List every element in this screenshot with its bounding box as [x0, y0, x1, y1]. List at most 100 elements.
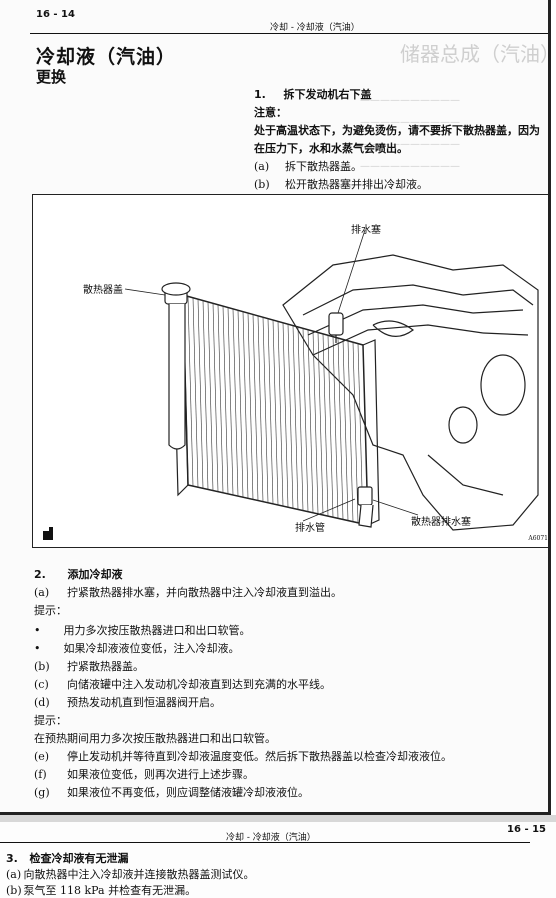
label-radiator-cap: 散热器盖 [83, 285, 123, 296]
radiator-fin [317, 332, 324, 516]
hint2-label: 提示： [34, 714, 67, 727]
step1-number: 1. [254, 88, 266, 101]
item-text: 向储液罐中注入发动机冷却液直到达到充满的水平线。 [67, 678, 331, 691]
item-label: (b) [34, 660, 50, 673]
radiator-fin [217, 304, 224, 493]
bullet-dot: • [34, 642, 41, 655]
radiator-fin [287, 324, 294, 509]
item-text: 预热发动机直到恒温器阀开启。 [67, 696, 221, 709]
item-label: (d) [34, 696, 50, 709]
step2-item-f: (f) 如果液位变低，则再次进行上述步骤。 [34, 766, 254, 782]
page-subtitle: 更换 [36, 68, 67, 86]
item-label: (b) [6, 884, 22, 897]
item-text: 拆下散热器盖。 [285, 160, 362, 173]
item-text: 拧紧散热器排水塞，并向散热器中注入冷却液直到溢出。 [67, 586, 342, 599]
radiator-fin [272, 319, 279, 506]
item-label: (a) [34, 586, 50, 599]
radiator-fin [192, 297, 199, 488]
bullet-dot: • [34, 624, 41, 637]
step2-item-a: (a) 拧紧散热器排水塞，并向散热器中注入冷却液直到溢出。 [34, 584, 342, 600]
drain-plug-drawing [328, 312, 344, 343]
step2-number: 2. [34, 568, 46, 581]
bullet-2: • 如果冷却液液位变低，注入冷却液。 [34, 640, 240, 656]
step1-item-b: (b) 松开散热器塞并排出冷却液。 [254, 176, 428, 192]
radiator-fin [352, 342, 359, 523]
item-text: 如果液位变低，则再次进行上述步骤。 [67, 768, 254, 781]
item-label: (b) [254, 178, 270, 191]
step2-item-e: (e) 停止发动机并等待直到冷却液温度变低。然后拆下散热器盖以检查冷却液液位。 [34, 748, 452, 764]
radiator-fin [302, 328, 309, 512]
radiator-fin [187, 296, 194, 487]
step3-heading: 3. 检查冷却液有无泄漏 [6, 850, 129, 866]
radiator-fin [232, 308, 239, 497]
radiator-fin [347, 340, 354, 522]
step2-title: 添加冷却液 [67, 568, 123, 581]
radiator-fin [262, 317, 269, 503]
item-text: 向散热器中注入冷却液并连接散热器盖测试仪。 [23, 868, 255, 881]
item-text: 如果液位不再变低，则应调整储液罐冷却液液位。 [67, 786, 309, 799]
manual-page-16-14: 储器总成（汽油） ———————————————————————————————… [0, 0, 551, 815]
step3-item-b: (b) 泵气至 118 kPa 并检查有无泄漏。 [6, 882, 196, 898]
radiator-fin [257, 315, 264, 502]
step3-number: 3. [6, 852, 18, 865]
radiator-fin [202, 300, 209, 490]
label-drain-pipe: 排水管 [295, 523, 325, 534]
step2-item-g: (g) 如果液位不再变低，则应调整储液罐冷却液液位。 [34, 784, 309, 800]
step3-title: 检查冷却液有无泄漏 [29, 852, 129, 865]
radiator-fin [332, 336, 339, 519]
page-number: 16 - 14 [36, 9, 75, 20]
item-label: (c) [34, 678, 49, 691]
radiator-drain-drawing [357, 486, 374, 528]
notice-text-1: 处于高温状态下，为避免烫伤，请不要拆下散热器盖，因为 [254, 124, 540, 137]
radiator-fin [267, 318, 274, 504]
radiator-diagram: 排水塞 散热器盖 排水管 散热器排水塞 A6071 [32, 194, 548, 548]
item-label: (f) [34, 768, 47, 781]
radiator-fin [322, 333, 329, 517]
radiator-fin [222, 306, 229, 494]
item-label: (a) [254, 160, 270, 173]
radiator-illustration [43, 229, 539, 540]
page-title: 冷却液（汽油） [36, 46, 177, 68]
radiator-fin [197, 299, 204, 489]
bleed-through-lines: ———————————————————————————————————————— [360, 95, 460, 172]
notice-label: 注意： [254, 106, 287, 119]
bullet-text: 如果冷却液液位变低，注入冷却液。 [63, 642, 240, 655]
label-drain-plug: 排水塞 [351, 225, 381, 236]
step1-title: 拆下发动机右下盖 [283, 88, 372, 101]
radiator-fins [187, 296, 364, 524]
step3-item-a: (a) 向散热器中注入冷却液并连接散热器盖测试仪。 [6, 866, 255, 882]
header-rule [0, 842, 530, 843]
radiator-fin [207, 301, 214, 491]
radiator-fin [252, 314, 259, 501]
bleed-through-heading: 储器总成（汽油） [400, 42, 551, 66]
step2-item-d: (d) 预热发动机直到恒温器阀开启。 [34, 694, 221, 710]
engine-block-outline [282, 254, 539, 531]
item-text: 泵气至 118 kPa 并检查有无泄漏。 [23, 884, 197, 897]
radiator-fin [297, 326, 304, 511]
hint2-text: 在预热期间用力多次按压散热器进口和出口软管。 [34, 732, 276, 745]
tool-icon [43, 527, 53, 540]
page-header: 冷却 - 冷却液（汽油） [226, 833, 316, 843]
radiator-fin [242, 311, 249, 499]
leader-lines [124, 229, 419, 522]
step2-item-b: (b) 拧紧散热器盖。 [34, 658, 144, 674]
radiator-fin [277, 321, 284, 507]
radiator-fin [212, 303, 219, 492]
radiator-fin [227, 307, 234, 496]
radiator-fin [307, 329, 314, 513]
item-label: (g) [34, 786, 50, 799]
hint1-label: 提示： [34, 604, 67, 617]
page-header: 冷却 - 冷却液（汽油） [270, 23, 360, 33]
radiator-fin [247, 313, 254, 500]
item-text: 停止发动机并等待直到冷却液温度变低。然后拆下散热器盖以检查冷却液液位。 [67, 750, 452, 763]
radiator-fin [312, 331, 319, 514]
radiator-fin [337, 338, 344, 520]
radiator-fin [237, 310, 244, 498]
figure-code: A6071 [528, 535, 548, 542]
item-label: (e) [34, 750, 50, 763]
label-radiator-drain-plug: 散热器排水塞 [411, 517, 471, 528]
radiator-cap-drawing [161, 282, 191, 450]
radiator-fin [342, 339, 349, 521]
step2-heading: 2. 添加冷却液 [34, 566, 123, 582]
radiator-fin [327, 335, 334, 518]
